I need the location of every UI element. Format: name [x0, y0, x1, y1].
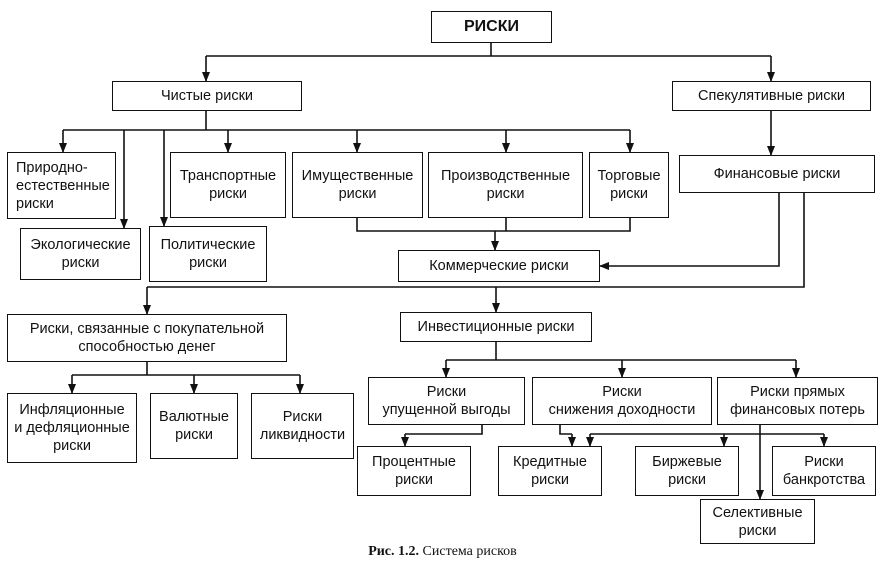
- node-prirodno-estestvennye-riski: Природно- естественные риски: [7, 152, 116, 219]
- connector-arrow-17: [599, 193, 780, 270]
- connector-line-33: [559, 425, 572, 435]
- node-riski-pokupatelnoy-sposobnosti: Риски, связанные с покупательной способн…: [7, 314, 287, 362]
- node-birzhevye-riski: Биржевые риски: [635, 446, 739, 496]
- node-riski-snizheniya-dokhodnosti: Риски снижения доходности: [532, 377, 712, 425]
- figure-caption: Рис. 1.2. Система рисков: [0, 544, 885, 560]
- connector-line-31: [405, 425, 483, 435]
- node-investitsionnye-riski: Инвестиционные риски: [400, 312, 592, 342]
- connector-line-18: [147, 193, 805, 288]
- node-transportnye-riski: Транспортные риски: [170, 152, 286, 218]
- node-spekulyativnye-riski: Спекулятивные риски: [672, 81, 871, 111]
- node-torgovye-riski: Торговые риски: [589, 152, 669, 218]
- node-kommercheskie-riski: Коммерческие риски: [398, 250, 600, 282]
- node-riski-likvidnosti: Риски ликвидности: [251, 393, 354, 459]
- node-politicheskie-riski: Политические риски: [149, 226, 267, 282]
- node-inflyatsionnye-riski: Инфляционные и дефляционные риски: [7, 393, 137, 463]
- node-ekologicheskie-riski: Экологические риски: [20, 228, 141, 280]
- node-protsentnye-riski: Процентные риски: [357, 446, 471, 496]
- node-riski-pryamykh-finansovykh-poter: Риски прямых финансовых потерь: [717, 377, 878, 425]
- node-riski: РИСКИ: [431, 11, 552, 43]
- caption-text: Система рисков: [419, 544, 517, 559]
- node-finansovye-riski: Финансовые риски: [679, 155, 875, 193]
- node-proizvodstvennye-riski: Производственные риски: [428, 152, 583, 218]
- node-riski-bankrotstva: Риски банкротства: [772, 446, 876, 496]
- node-chistye-riski: Чистые риски: [112, 81, 302, 111]
- caption-label: Рис. 1.2.: [368, 544, 420, 559]
- node-imushchestvennye-riski: Имущественные риски: [292, 152, 423, 218]
- node-selektivnye-riski: Селективные риски: [700, 499, 815, 544]
- node-valyutnye-riski: Валютные риски: [150, 393, 238, 459]
- node-riski-upushchennoy-vygody: Риски упущенной выгоды: [368, 377, 525, 425]
- connector-line-14: [356, 218, 631, 232]
- node-kreditnye-riski: Кредитные риски: [498, 446, 602, 496]
